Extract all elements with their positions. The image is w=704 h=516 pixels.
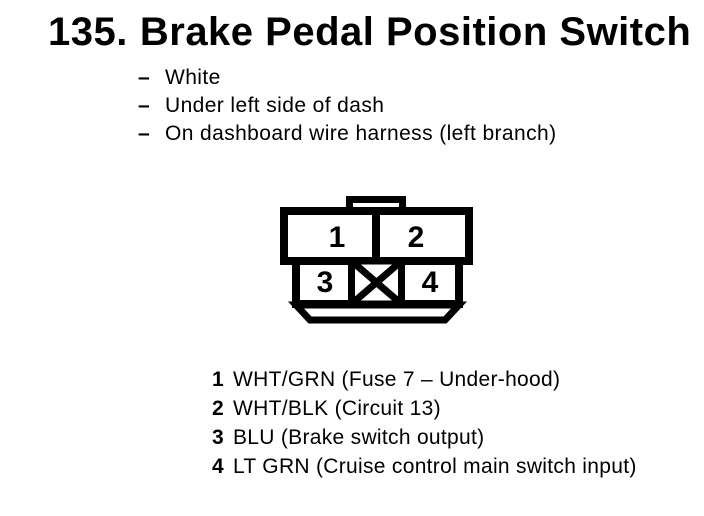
- dash-bullet: –: [138, 94, 151, 117]
- figure-number: 135.: [48, 10, 128, 54]
- legend-row: 4 LT GRN (Cruise control main switch inpu…: [0, 452, 704, 481]
- pin-number: 1: [212, 368, 224, 391]
- note-line: –Under left side of dash: [0, 92, 704, 120]
- connector-top-row: [280, 207, 473, 265]
- pin-description: BLU (Brake switch output): [233, 426, 485, 449]
- note-text: White: [165, 66, 221, 89]
- legend-row: 1 WHT/GRN (Fuse 7 – Under-hood): [0, 365, 704, 394]
- pin-description: LT GRN (Cruise control main switch input…: [233, 455, 637, 478]
- pin-number: 4: [212, 455, 224, 478]
- connector-bottom-row: [292, 257, 463, 308]
- note-text: On dashboard wire harness (left branch): [165, 122, 557, 145]
- pin-legend: 1 WHT/GRN (Fuse 7 – Under-hood) 2 WHT/BLK …: [0, 365, 704, 481]
- connector-diagram: 1 2 3 4: [270, 188, 482, 330]
- cavity-label-2: 2: [408, 221, 425, 254]
- blocked-cavity: [348, 257, 405, 308]
- legend-row: 3 BLU (Brake switch output): [0, 423, 704, 452]
- legend-row: 2 WHT/BLK (Circuit 13): [0, 394, 704, 423]
- pin-number: 2: [212, 397, 224, 420]
- dash-bullet: –: [138, 122, 151, 145]
- cavity-label-3: 3: [317, 266, 334, 299]
- pin-number: 3: [212, 426, 224, 449]
- note-line: –On dashboard wire harness (left branch): [0, 120, 704, 148]
- cavity-label-1: 1: [329, 221, 346, 254]
- connector-notes: –White –Under left side of dash –On dash…: [0, 64, 704, 148]
- blocked-cavity-x-icon: [349, 258, 404, 307]
- pin-description: WHT/BLK (Circuit 13): [233, 397, 441, 420]
- figure-title: Brake Pedal Position Switch: [139, 10, 692, 54]
- cavity-label-4: 4: [422, 266, 439, 299]
- pin-description: WHT/GRN (Fuse 7 – Under-hood): [233, 368, 561, 391]
- note-line: –White: [0, 64, 704, 92]
- note-text: Under left side of dash: [165, 94, 385, 117]
- dash-bullet: –: [138, 66, 151, 89]
- figure-title-row: 135. Brake Pedal Position Switch: [48, 10, 691, 54]
